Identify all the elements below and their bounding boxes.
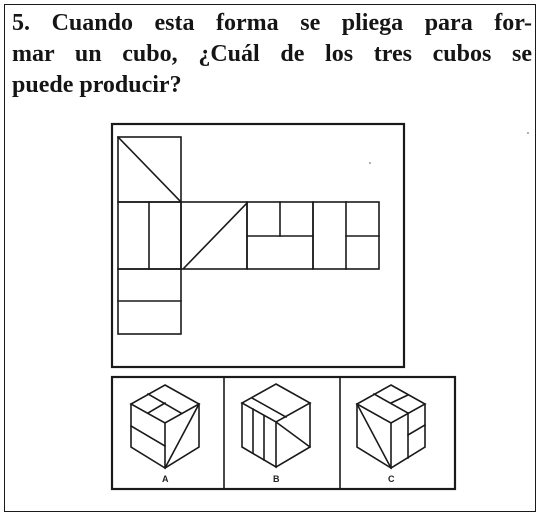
question-card	[4, 4, 536, 512]
speck	[369, 162, 371, 164]
question-line-1: 5. Cuando esta forma se pliega para for-	[12, 10, 532, 36]
question-text: 5. Cuando esta forma se pliega para for-…	[12, 8, 532, 101]
option-c-cube[interactable]	[355, 384, 427, 470]
cube-net	[116, 135, 380, 335]
option-b-label: B	[273, 474, 280, 484]
options-frame	[110, 375, 457, 491]
net-face-bottom	[117, 268, 182, 335]
option-c-label: C	[388, 474, 395, 484]
net-face-top	[116, 135, 183, 204]
options-panel	[110, 375, 457, 491]
speck	[527, 132, 529, 134]
question-number: 5.	[12, 10, 30, 36]
net-face-center	[180, 201, 249, 270]
net-face-far-right	[312, 201, 380, 270]
question-line-2: mar un cubo, ¿Cuál de los tres cubos se	[12, 41, 532, 67]
question-line-3: puede producir?	[12, 72, 182, 98]
net-figure-frame	[110, 122, 406, 369]
option-a-label: A	[162, 474, 169, 484]
option-a-cube[interactable]	[129, 384, 201, 470]
net-face-right	[246, 201, 314, 270]
option-b-cube[interactable]	[240, 383, 312, 469]
net-face-left	[117, 201, 182, 270]
